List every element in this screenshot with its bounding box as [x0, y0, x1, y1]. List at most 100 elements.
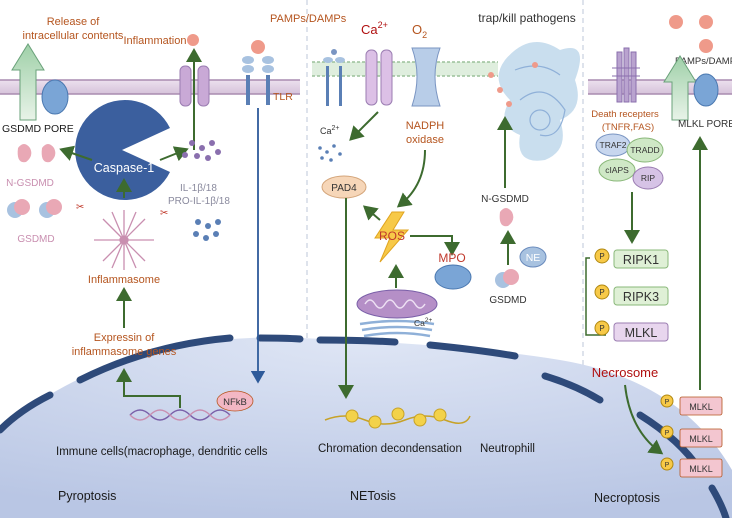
mlkl-label: MLKL [625, 326, 658, 340]
netosis-title: NETosis [350, 489, 396, 503]
mlkl-small-label-1: MLKL [689, 402, 713, 412]
net-pathogen-cloud [488, 42, 580, 161]
immune-cells-label: Immune cells(macrophage, dendritic cells [56, 446, 268, 458]
ca-small-label: Ca2+ [320, 125, 340, 136]
p-badge-small-3 [660, 457, 674, 471]
dna-helix [129, 409, 231, 421]
ciaps-label: cIAPS [605, 165, 629, 175]
netosis-gsdmd-label: GSDMD [489, 295, 526, 306]
ca-dots [318, 144, 342, 162]
ciaps-shape [598, 158, 636, 182]
ripk3-label: RIPK3 [623, 290, 659, 304]
il-dots [182, 140, 221, 161]
o2-channel [411, 47, 441, 107]
ne-badge [519, 246, 547, 268]
ca-top-label: Ca2+ [361, 20, 388, 37]
mlkl-small-box-3 [679, 458, 723, 478]
expression-label-1: Expressin of [94, 332, 155, 344]
pamps-label-left: PAMPs/DAMPs [270, 13, 347, 25]
p-small-label-3: P [665, 462, 670, 469]
cytokine-dot [187, 34, 199, 46]
p-badge-3 [594, 320, 610, 336]
tlr-receptor [242, 40, 274, 105]
il-label-1: IL-1β/18 [180, 183, 217, 194]
rip-shape [632, 166, 664, 190]
il-label-2: PRO-IL-1β/18 [168, 196, 230, 207]
chromatin-label: Chromation decondensation [318, 443, 462, 455]
necroptosis-dots [669, 15, 713, 53]
mpo-label: MPO [438, 251, 465, 265]
caspase-label: Caspase-1 [94, 161, 154, 175]
gsdmd-pore-label: GSDMD PORE [2, 123, 74, 135]
nadph-label-2: oxidase [406, 134, 444, 146]
tradd-shape [626, 137, 664, 163]
gsdmd-channel [179, 65, 210, 107]
release-arrow [11, 43, 45, 121]
pro-il-dots [193, 219, 221, 241]
scissors-icon-2: ✂ [160, 208, 168, 219]
release-label-2: intracellular contents [23, 30, 124, 42]
necroptosis-title: Necroptosis [594, 491, 660, 505]
nucleus [0, 337, 732, 518]
p-label-2: P [599, 288, 604, 297]
nfkb-label: NFkB [223, 397, 247, 408]
mlkl-small-label-2: MLKL [689, 434, 713, 444]
ripk1-label: RIPK1 [623, 253, 659, 267]
neutrophil-label: Neutrophill [480, 443, 535, 455]
mlkl-pore-label: MLKL PORE [678, 119, 732, 130]
p-label-3: P [599, 324, 604, 333]
ripk3-box [613, 286, 669, 306]
death-receptor-label-2: (TNFR,FAS) [602, 122, 654, 133]
o2-label: O2 [412, 22, 427, 40]
pyroptosis-title: Pyroptosis [58, 489, 116, 503]
necrosome-label: Necrosome [592, 365, 658, 380]
tlr-label: TLR [273, 91, 293, 103]
ripk1-box [613, 249, 669, 269]
pad4-badge [321, 175, 367, 199]
gsdmd-label: GSDMD [17, 234, 54, 245]
expression-label-2: inflammasome genes [72, 346, 177, 358]
p-badge-1 [594, 248, 610, 264]
mpo-shape [434, 264, 472, 290]
p-small-label-2: P [665, 430, 670, 437]
mlkl-small-box-2 [679, 428, 723, 448]
endoplasmic-reticulum [359, 319, 435, 338]
mitochondrion [356, 289, 438, 319]
inflammation-label: Inflammation [124, 35, 187, 47]
inflammasome-label: Inflammasome [88, 274, 160, 286]
n-gsdmd-shapes [17, 144, 56, 163]
ros-label: ROS [379, 229, 405, 243]
caspase-shape [75, 100, 170, 200]
nadph-label-1: NADPH [406, 120, 445, 132]
mlkl-small-label-3: MLKL [689, 464, 713, 474]
mlkl-small-box-1 [679, 396, 723, 416]
inflammasome-shape [94, 210, 154, 270]
gsdmd-pore-shape [41, 79, 69, 115]
death-receptor [612, 47, 640, 103]
trap-label: trap/kill pathogens [478, 11, 575, 25]
ca-channel [365, 49, 393, 106]
gsdmd-shapes [7, 199, 62, 218]
scissors-icon: ✂ [76, 202, 84, 213]
netosis-receptor [323, 49, 345, 106]
p-badge-small-1 [660, 394, 674, 408]
netosis-gsdmd-shape [495, 269, 519, 288]
p-label-1: P [599, 252, 604, 261]
rip-label: RIP [641, 173, 656, 183]
nfkb-badge [216, 390, 254, 412]
traf2-label: TRAF2 [600, 140, 627, 150]
mlkl-box [613, 322, 669, 342]
n-gsdmd-label: N-GSDMD [6, 178, 54, 189]
mlkl-release-arrow [663, 55, 697, 121]
netosis-n-gsdmd-shape [499, 208, 514, 227]
p-badge-small-2 [660, 425, 674, 439]
tradd-label: TRADD [630, 145, 659, 155]
death-receptor-label-1: Death recepters [591, 109, 659, 120]
pamps-label-right: PAMPs/DAMPs [675, 56, 732, 67]
ne-label: NE [526, 252, 541, 264]
ca-mito-label: Ca2+ [414, 317, 432, 328]
membrane-middle [312, 61, 498, 77]
chromatin [324, 407, 471, 429]
